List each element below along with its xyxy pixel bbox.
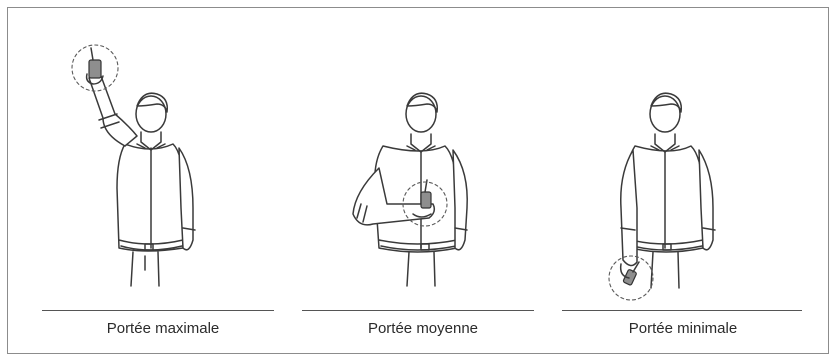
diagram-frame: Portée maximale Portée moyenne xyxy=(7,7,829,354)
person-low-arm-icon xyxy=(553,8,813,318)
panel-min-range: Portée minimale xyxy=(553,8,813,355)
panel-max-range: Portée maximale xyxy=(33,8,293,355)
ground-line xyxy=(42,310,274,311)
ground-line xyxy=(302,310,534,311)
person-chest-arm-icon xyxy=(293,8,553,318)
panel-mid-range: Portée moyenne xyxy=(293,8,553,355)
person-raised-arm-icon xyxy=(33,8,293,318)
caption-min-range: Portée minimale xyxy=(553,320,813,337)
ground-line xyxy=(562,310,802,311)
caption-mid-range: Portée moyenne xyxy=(293,320,553,337)
caption-max-range: Portée maximale xyxy=(33,320,293,337)
